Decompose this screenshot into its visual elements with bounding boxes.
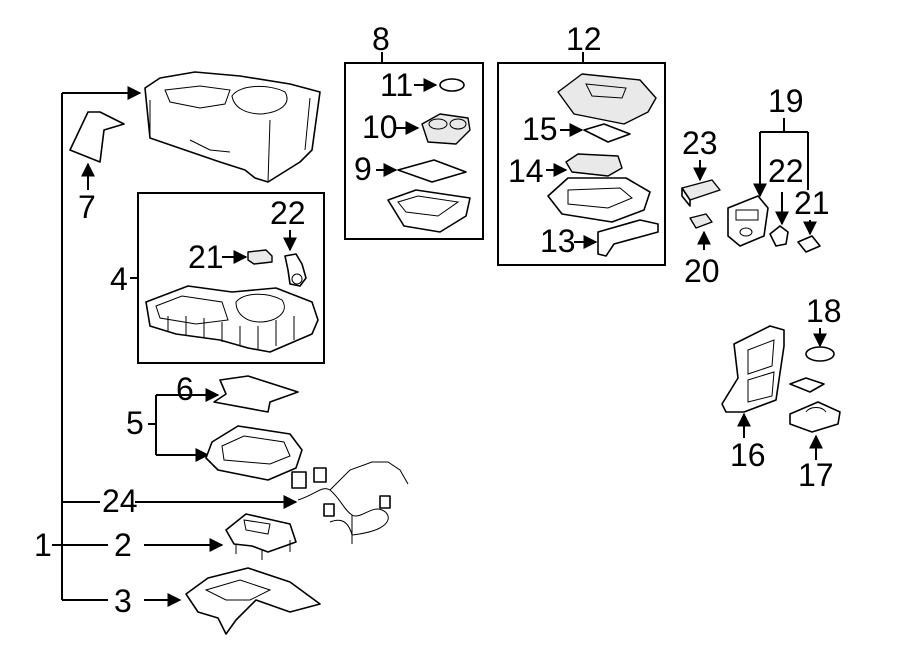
callout-21-right: 21 [794, 185, 830, 221]
latch-part-14 [565, 153, 623, 177]
mat-part-6 [213, 375, 299, 413]
cup-holder-part-10 [421, 113, 471, 145]
armrest-lid-part [557, 73, 657, 125]
tray-part-8 [387, 189, 471, 233]
bracket-part-17 [789, 377, 841, 433]
wiring-harness-part [291, 461, 409, 544]
clip-part-20 [689, 213, 713, 229]
pad-part-11 [439, 78, 465, 92]
mat-part-9 [397, 159, 467, 183]
callout-10: 10 [362, 109, 398, 145]
callout-19: 19 [768, 83, 804, 119]
callout-14: 14 [508, 153, 544, 189]
callout-17: 17 [798, 457, 834, 493]
callout-20: 20 [684, 253, 720, 289]
callout-8: 8 [372, 21, 390, 57]
callout-22-right: 22 [768, 153, 804, 189]
bracket-part-2 [225, 513, 297, 560]
callout-18: 18 [806, 293, 842, 329]
bumper-part-21 [247, 249, 273, 265]
callout-9: 9 [354, 151, 372, 187]
armrest-base-part [547, 177, 651, 223]
side-panel-part [69, 111, 125, 163]
pad-part-18 [805, 346, 835, 362]
pad-part-15 [583, 123, 631, 143]
storage-tray-part [205, 425, 303, 481]
callout-15: 15 [522, 111, 558, 147]
callout-22-box4: 22 [270, 195, 306, 231]
trim-panel-part-16 [721, 325, 785, 413]
group-box-8 [344, 62, 484, 240]
knob-part-22 [769, 225, 789, 247]
callout-6: 6 [176, 371, 194, 407]
callout-2: 2 [114, 527, 132, 563]
console-frame-part [145, 285, 319, 353]
callout-24: 24 [102, 483, 138, 519]
callout-4: 4 [110, 261, 128, 297]
hinge-part-13 [597, 219, 659, 257]
latch-part-22 [284, 253, 307, 287]
callout-1-leader [52, 86, 142, 601]
bumper-part-21-right [797, 235, 821, 253]
bezel-part-19 [727, 195, 769, 247]
switch-part-23 [681, 179, 721, 207]
callout-13: 13 [540, 223, 576, 259]
callout-7: 7 [78, 189, 96, 225]
group-box-12 [497, 62, 666, 266]
callout-5: 5 [126, 405, 144, 441]
callout-12: 12 [566, 21, 602, 57]
callout-21-box4: 21 [188, 239, 224, 275]
base-bracket-part-3 [185, 567, 321, 635]
console-housing-part [144, 71, 321, 183]
callout-16: 16 [730, 437, 766, 473]
callout-1: 1 [34, 527, 52, 563]
callout-11: 11 [380, 67, 413, 103]
callout-3: 3 [114, 583, 132, 619]
callout-23: 23 [682, 125, 718, 161]
